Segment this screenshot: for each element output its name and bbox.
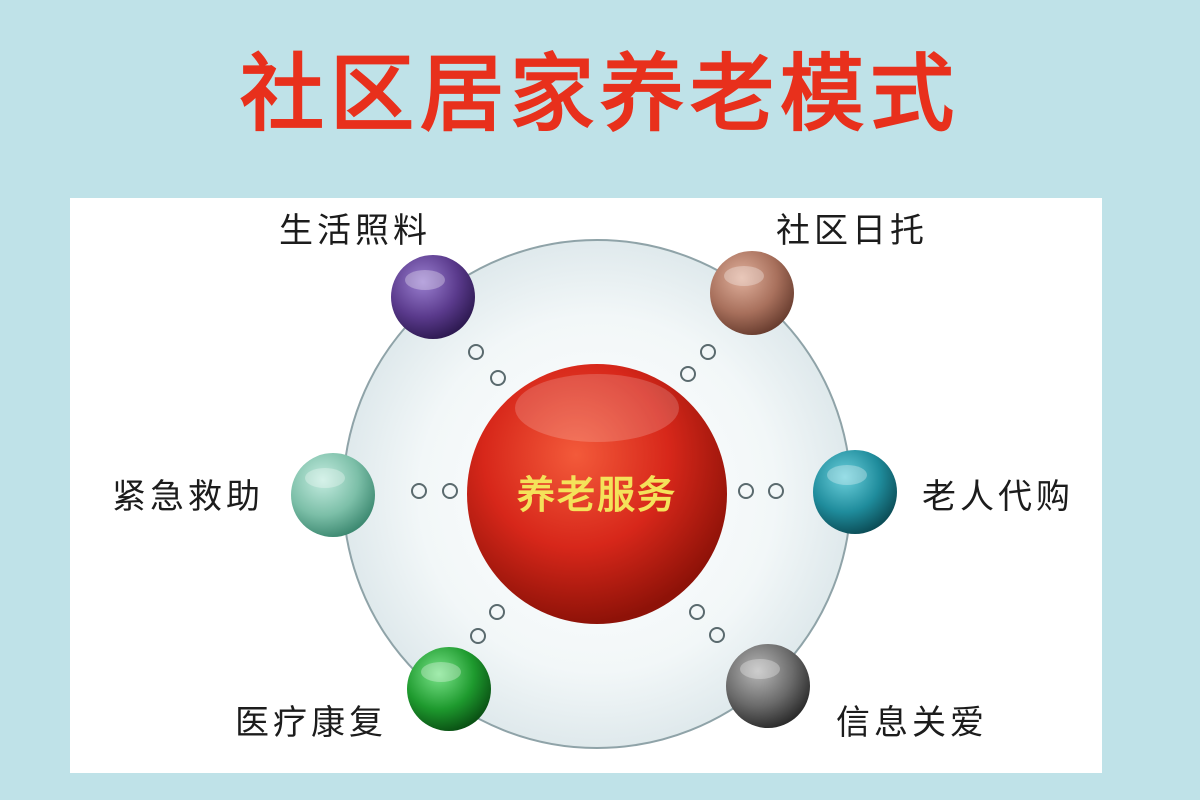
node-life-care: 生活照料 — [279, 211, 475, 339]
center-sphere — [467, 364, 727, 624]
node-label: 生活照料 — [279, 211, 431, 251]
node-label: 社区日托 — [776, 211, 928, 251]
node-label: 老人代购 — [922, 477, 1074, 517]
node-sphere — [407, 647, 491, 731]
node-day-care: 社区日托 — [710, 211, 928, 335]
page-title: 社区居家养老模式 — [239, 44, 960, 143]
node-sphere — [291, 453, 375, 537]
node-emergency-aid: 紧急救助 — [112, 453, 375, 537]
node-medical-rehab: 医疗康复 — [235, 647, 491, 743]
node-sphere — [813, 450, 897, 534]
node-sphere — [391, 255, 475, 339]
node-label: 信息关爱 — [836, 703, 988, 743]
node-proxy-shopping: 老人代购 — [813, 450, 1074, 534]
node-label: 紧急救助 — [112, 477, 264, 517]
node-sphere — [726, 644, 810, 728]
node-info-care: 信息关爱 — [726, 644, 988, 743]
node-label: 医疗康复 — [235, 703, 387, 743]
node-sphere — [710, 251, 794, 335]
connector-dots — [411, 344, 784, 644]
center-label: 养老服务 — [517, 473, 677, 517]
